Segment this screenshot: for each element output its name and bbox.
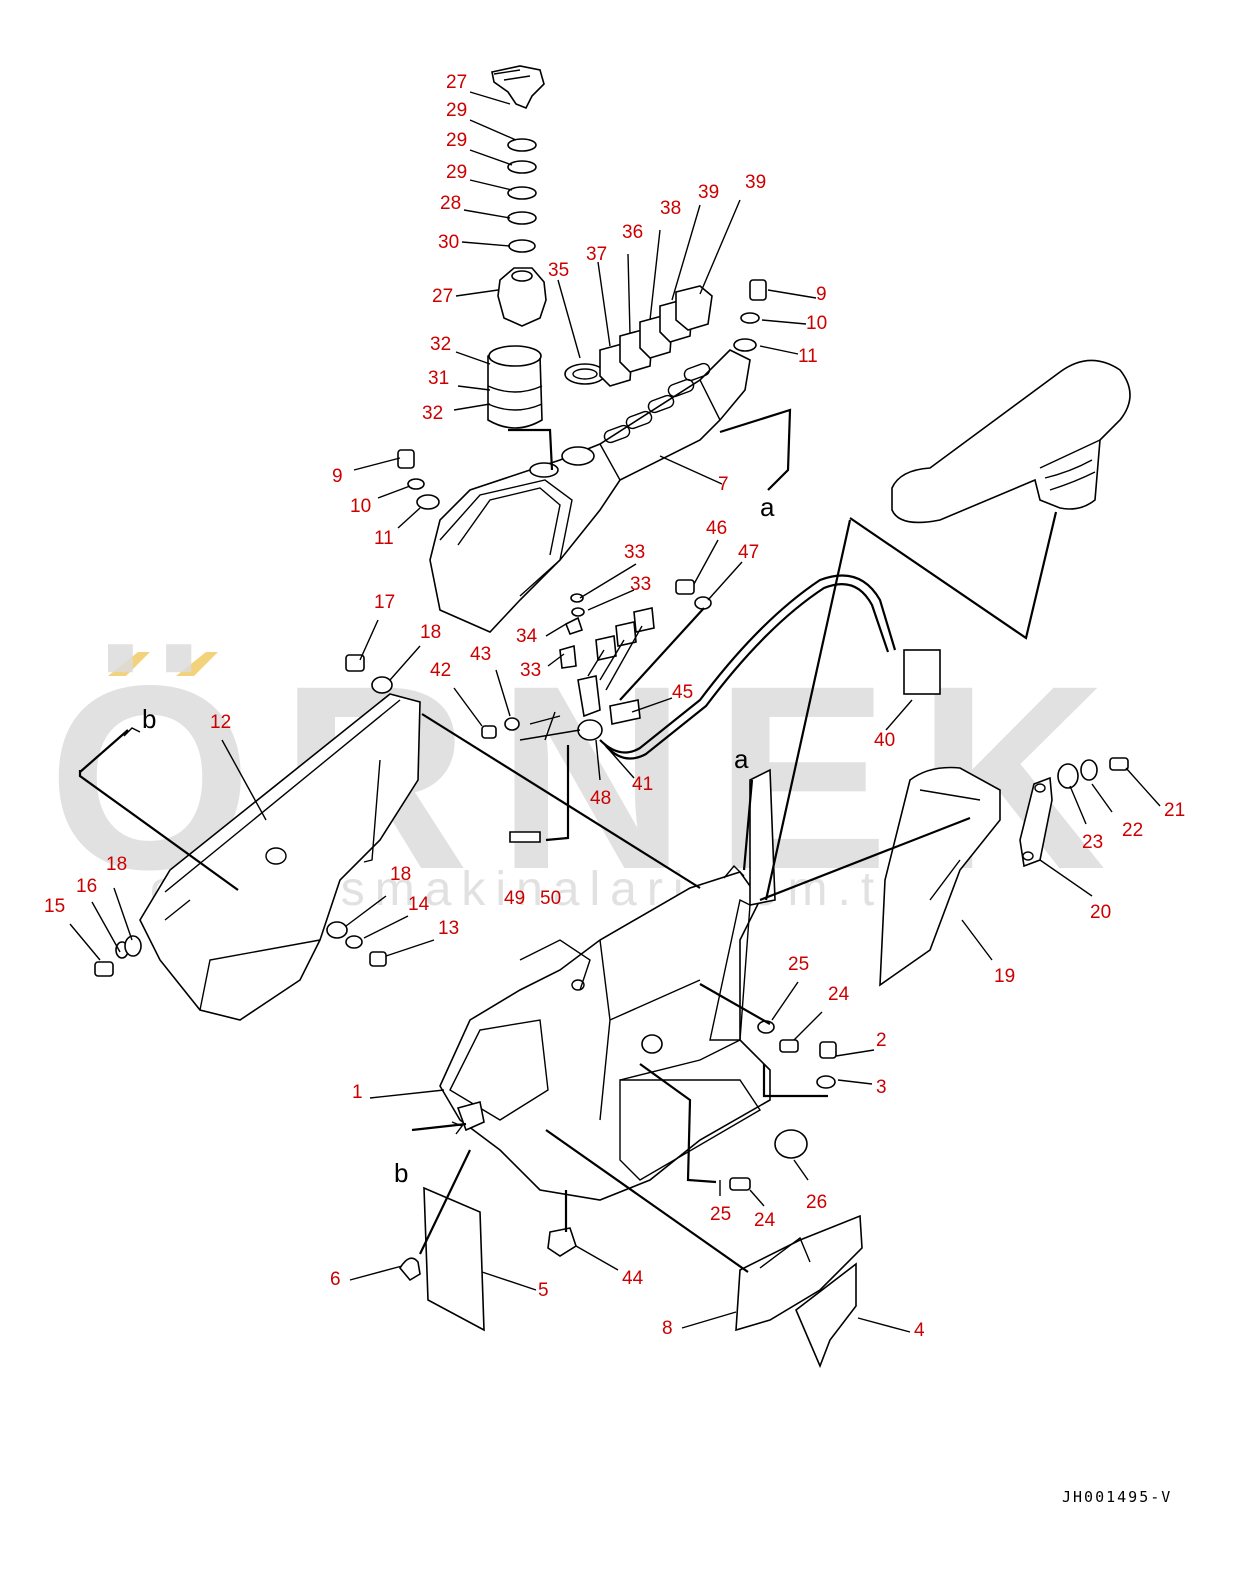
main-frame	[439, 768, 776, 1201]
callout-label: 2	[876, 1030, 887, 1051]
wiring-harness	[519, 574, 941, 760]
key-switch-assembly	[491, 65, 547, 327]
callout-label: 29	[446, 100, 467, 121]
reference-lines	[78, 408, 1058, 1273]
callout-label: 27	[432, 286, 453, 307]
callout-label: 25	[710, 1204, 731, 1225]
callout-label: 32	[430, 334, 451, 355]
reference-letter-a: a	[760, 492, 775, 522]
callout-label: 40	[874, 730, 895, 751]
callout-label: 46	[706, 518, 727, 539]
callout-label: 25	[788, 954, 809, 975]
parts-line-art	[69, 65, 1161, 1369]
callout-label: 18	[106, 854, 127, 875]
callout-label: 50	[540, 888, 561, 909]
callout-label: 44	[622, 1268, 644, 1289]
callout-label: 16	[76, 876, 97, 897]
callout-label: 18	[390, 864, 411, 885]
callout-label: 24	[828, 984, 850, 1005]
callout-label: 9	[816, 284, 827, 305]
callout-label: 4	[914, 1320, 925, 1341]
right-side-cover	[879, 766, 1053, 987]
callout-label: 41	[632, 774, 653, 795]
reference-letter-a: a	[734, 744, 749, 774]
callout-label: 30	[438, 232, 459, 253]
callout-label: 7	[718, 474, 729, 495]
callout-label: 14	[408, 894, 430, 915]
callout-label: 37	[586, 244, 607, 265]
callout-label: 36	[622, 222, 643, 243]
callout-label: 20	[1090, 902, 1111, 923]
left-side-cover	[139, 693, 421, 1021]
callout-label: 47	[738, 542, 759, 563]
reference-letter-b: b	[394, 1158, 408, 1188]
callout-label: 33	[630, 574, 651, 595]
callout-label: 23	[1082, 832, 1103, 853]
watermark-accent-mark	[176, 652, 218, 676]
callout-leaders	[69, 91, 1161, 1333]
callout-label: 10	[806, 313, 827, 334]
callout-label: 49	[504, 888, 525, 909]
callout-label: 26	[806, 1192, 827, 1213]
callout-label: 34	[516, 626, 538, 647]
callout-label: 39	[745, 172, 766, 193]
callout-label: 33	[520, 660, 541, 681]
callout-label: 15	[44, 896, 65, 917]
callout-label: 18	[420, 622, 441, 643]
reference-letter-b: b	[142, 704, 156, 734]
callout-label: 31	[428, 368, 449, 389]
callout-label: 32	[422, 403, 443, 424]
callout-label: 5	[538, 1280, 549, 1301]
switch-row	[564, 285, 713, 387]
lower-panels	[423, 1186, 863, 1369]
callout-label: 43	[470, 644, 491, 665]
callout-label: 6	[330, 1269, 341, 1290]
callout-label: 21	[1164, 800, 1185, 821]
callout-label: 29	[446, 130, 467, 151]
callout-label: 35	[548, 260, 569, 281]
callout-label: 9	[332, 466, 343, 487]
callout-label: 19	[994, 966, 1015, 987]
watermark-accent-mark	[108, 652, 150, 676]
callout-label: 22	[1122, 820, 1143, 841]
callout-label: 28	[440, 193, 461, 214]
callout-label: 11	[798, 346, 818, 367]
callout-label: 1	[352, 1082, 363, 1103]
callout-label: 12	[210, 712, 231, 733]
reference-letters: a a b b	[142, 492, 775, 1188]
armrest	[891, 359, 1131, 524]
callout-label: 38	[660, 198, 681, 219]
callout-label: 8	[662, 1318, 673, 1339]
callout-label: 48	[590, 788, 611, 809]
cylinder-assembly	[487, 345, 543, 429]
callout-labels: 27 29 29 29 28 30 27 32 31 32 35 37 36 3…	[44, 72, 1185, 1341]
callout-label: 39	[698, 182, 719, 203]
callout-label: 17	[374, 592, 395, 613]
callout-label: 27	[446, 72, 467, 93]
callout-label: 10	[350, 496, 371, 517]
drawing-code: JH001495-V	[1062, 1488, 1172, 1506]
callout-label: 11	[374, 528, 394, 549]
callout-label: 3	[876, 1077, 887, 1098]
upper-console	[429, 349, 751, 633]
callout-label: 33	[624, 542, 645, 563]
callout-label: 29	[446, 162, 467, 183]
callout-label: 42	[430, 660, 451, 681]
callout-label: 24	[754, 1210, 776, 1231]
callout-label: 13	[438, 918, 459, 939]
callout-label: 45	[672, 682, 693, 703]
